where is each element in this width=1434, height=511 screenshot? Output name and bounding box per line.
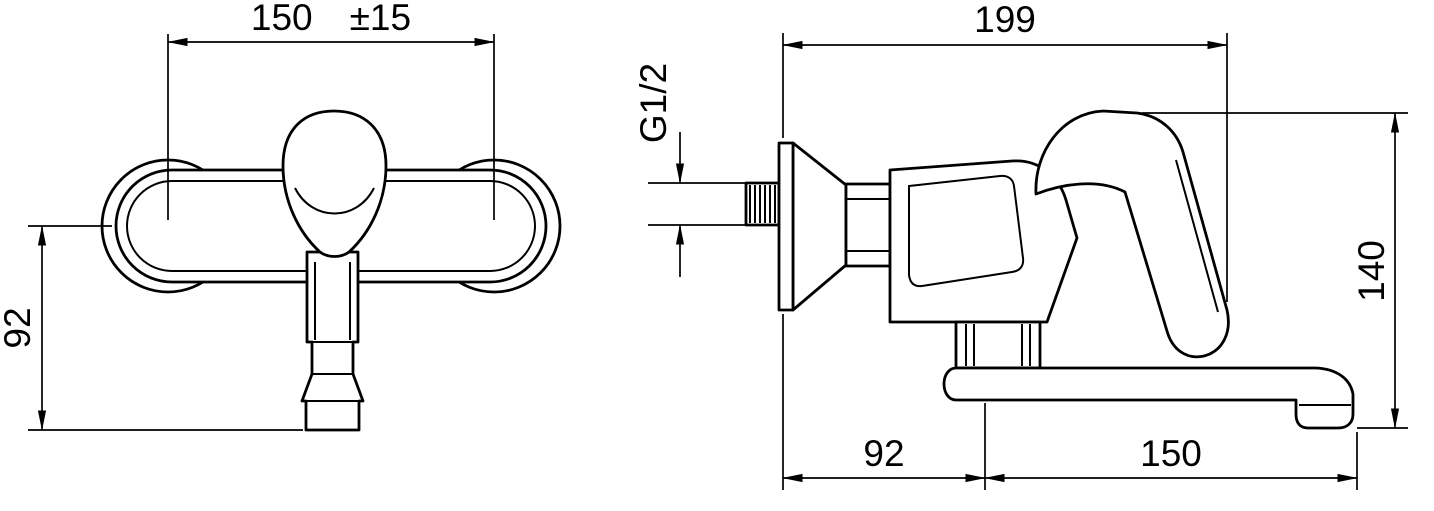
side-height-label: 140 <box>1351 240 1392 302</box>
side-spout-reach-dimension: 150 <box>984 432 1358 490</box>
spout-front-details <box>302 262 363 402</box>
side-spout-reach-label: 150 <box>1140 433 1202 474</box>
front-height-dimension: 92 <box>0 225 303 431</box>
side-height-dimension: 140 <box>1142 112 1408 429</box>
spout-side <box>942 366 1355 430</box>
escutcheon-rim <box>777 141 795 312</box>
escutcheon-cone <box>791 141 848 312</box>
lever-handle-front <box>281 109 388 258</box>
connection-nut-flats <box>846 198 890 252</box>
connection-nut <box>844 182 892 268</box>
side-wall-offset-dimension: 92 <box>782 314 986 490</box>
side-depth-label: 199 <box>974 0 1036 40</box>
front-width-label: 150 ±15 <box>251 0 411 38</box>
front-width-dimension: 150 ±15 <box>167 0 495 220</box>
front-height-label: 92 <box>0 307 38 348</box>
side-depth-dimension: 199 <box>782 0 1228 302</box>
thread-size-label: G1/2 <box>633 63 674 143</box>
thread-hatching <box>749 185 776 223</box>
side-wall-offset-label: 92 <box>863 433 904 474</box>
front-view: 150 ±15 92 <box>0 0 562 432</box>
lever-handle-front-contour <box>294 187 375 215</box>
side-view: 199 G1/2 140 92 150 <box>633 0 1408 490</box>
lever-handle-side-contour <box>1175 159 1219 313</box>
thread-size-dimension: G1/2 <box>633 63 748 277</box>
spout-riser <box>954 320 1042 370</box>
spout-riser-flats <box>965 324 1031 366</box>
mixer-body-side-panel <box>908 174 1025 288</box>
